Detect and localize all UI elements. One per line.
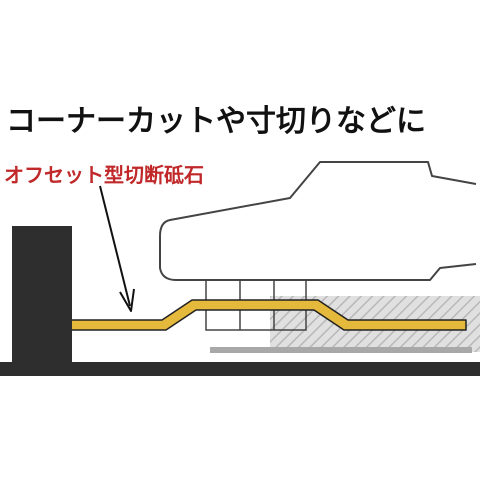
callout-arrow-line: [99, 185, 131, 307]
tool-body-outline: [159, 161, 477, 281]
callout-arrow-head: [119, 288, 135, 312]
wall-post: [12, 226, 72, 364]
offset-cutting-wheel: [47, 299, 467, 331]
floor-slab: [0, 362, 480, 376]
material-base-plate: [210, 347, 472, 353]
callout-label: オフセット型切断砥石: [4, 163, 204, 187]
headline: コーナーカットや寸切りなどに: [6, 104, 426, 139]
